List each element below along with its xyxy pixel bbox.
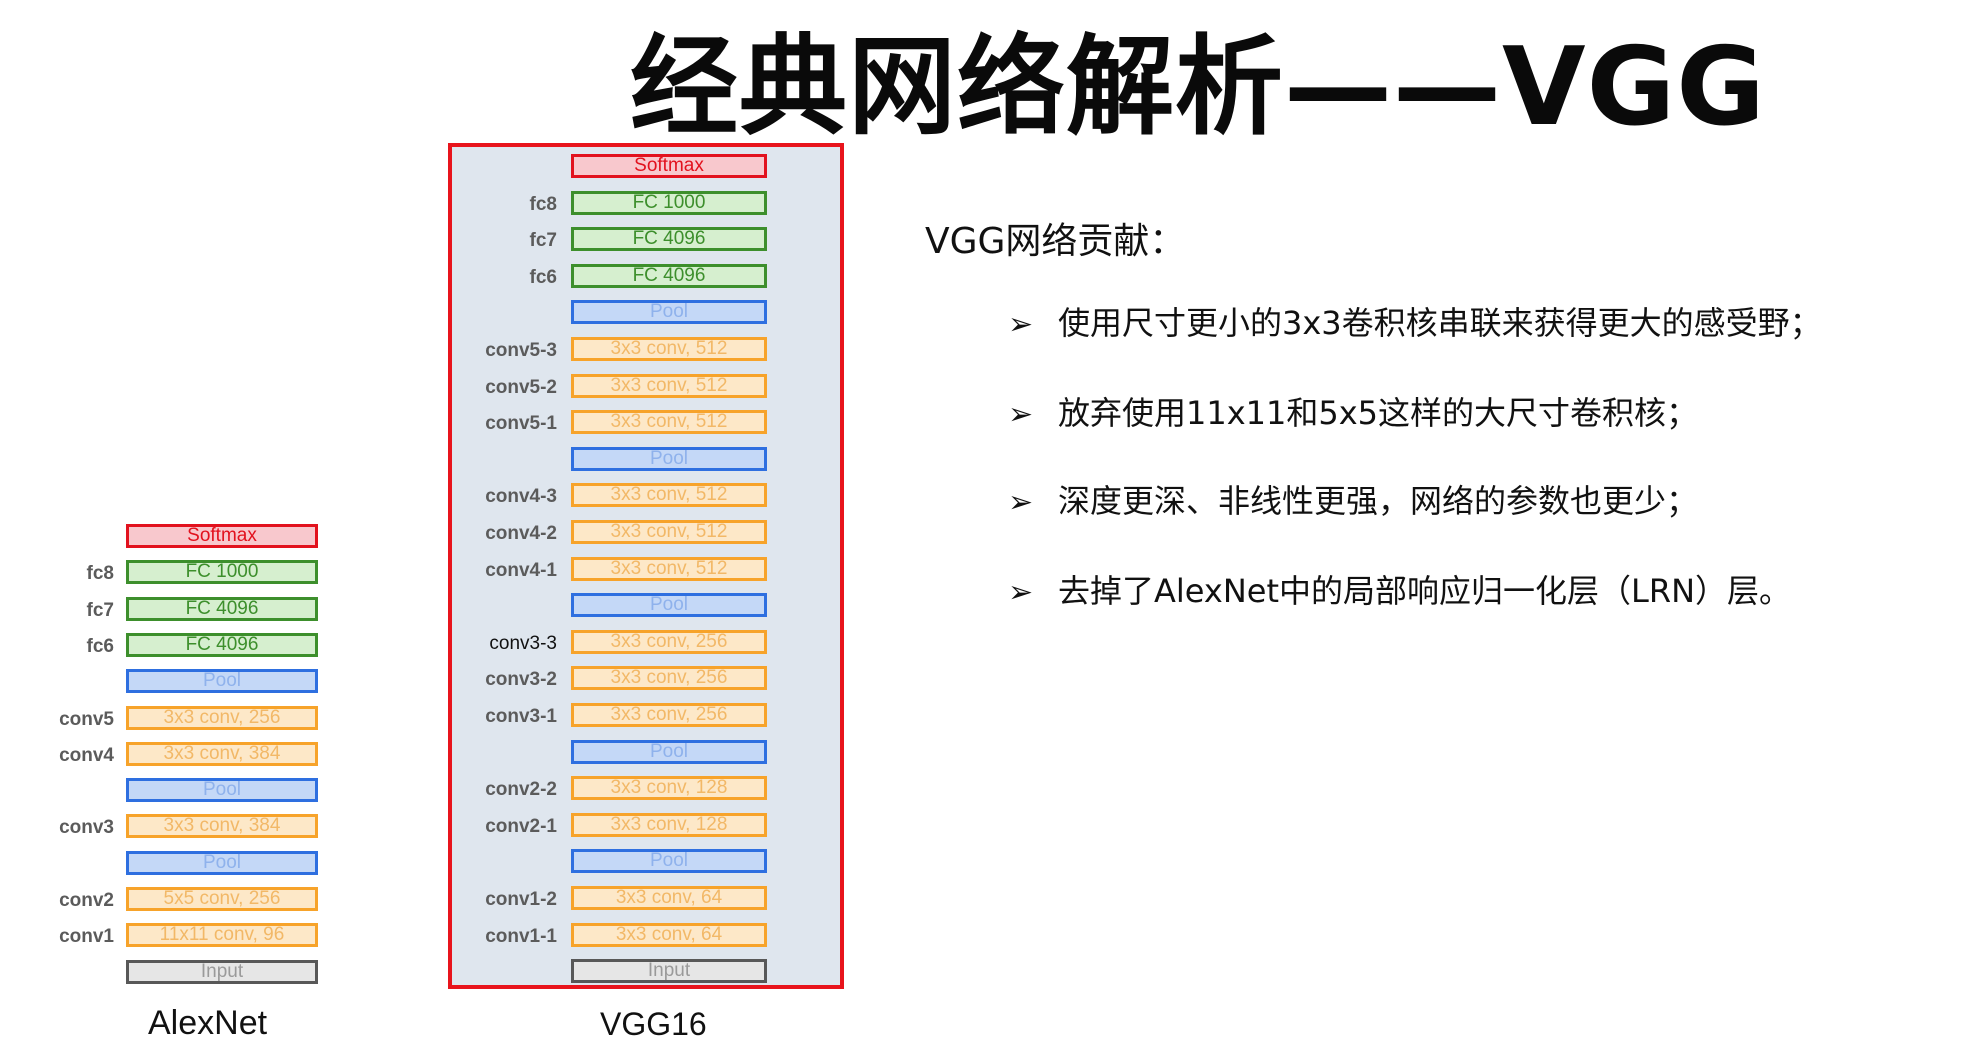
- contribution-item: ➢ 使用尺寸更小的3x3卷积核串联来获得更大的感受野；: [1008, 298, 1822, 344]
- contribution-item: ➢ 放弃使用11x11和5x5这样的大尺寸卷积核；: [1008, 388, 1698, 434]
- vgg16-layer-label: conv2-2: [485, 779, 557, 801]
- vgg16-layer-label: conv3-1: [485, 706, 557, 727]
- alexnet-layer-conv: 3x3 conv, 384: [126, 814, 318, 839]
- vgg16-layer-fc: FC 4096: [571, 227, 767, 252]
- alexnet-layer-conv: 3x3 conv, 384: [126, 741, 318, 766]
- vgg16-layer-label: conv4-2: [485, 523, 557, 544]
- alexnet-layer-label: conv4: [59, 744, 114, 766]
- arrow-bullet-icon: ➢: [1008, 397, 1034, 432]
- alexnet-layer-label: conv3: [59, 817, 114, 839]
- vgg16-caption: VGG16: [600, 1006, 707, 1042]
- vgg16-layer-fc: FC 4096: [571, 263, 767, 288]
- vgg16-layer-label: conv4-1: [485, 559, 557, 581]
- alexnet-layer-label: conv5: [59, 708, 114, 730]
- vgg16-layer-label: conv5-1: [485, 413, 557, 435]
- vgg16-layer-conv: 3x3 conv, 512: [571, 556, 767, 581]
- vgg16-layer-label: fc8: [529, 193, 557, 215]
- vgg16-layer-pool: Pool: [571, 446, 767, 471]
- alexnet-layer-pool: Pool: [126, 850, 318, 875]
- vgg16-layer-conv: 3x3 conv, 512: [571, 483, 767, 508]
- contribution-item: ➢ 深度更深、非线性更强，网络的参数也更少；: [1008, 476, 1698, 522]
- contribution-text: 去掉了AlexNet中的局部响应归一化层（LRN）层。: [1058, 572, 1792, 610]
- alexnet-layer-pool: Pool: [126, 778, 318, 803]
- alexnet-layer-fc: FC 1000: [126, 560, 318, 585]
- vgg16-layer-label: conv3-2: [485, 669, 557, 691]
- vgg16-layer-input: Input: [571, 959, 767, 984]
- vgg16-layer-conv: 3x3 conv, 128: [571, 812, 767, 837]
- arrow-bullet-icon: ➢: [1008, 307, 1034, 342]
- contributions-heading: VGG网络贡献：: [925, 221, 1186, 262]
- vgg16-layer-conv: 3x3 conv, 512: [571, 337, 767, 361]
- slide-title: 经典网络解析——VGG: [630, 25, 1766, 150]
- vgg16-layer-label: conv1-2: [485, 889, 557, 910]
- vgg16-layer-conv: 3x3 conv, 512: [571, 373, 767, 398]
- alexnet-layer-conv: 11x11 conv, 96: [126, 923, 318, 948]
- vgg16-layer-pool: Pool: [571, 593, 767, 618]
- vgg16-layer-label: conv5-3: [485, 340, 557, 361]
- alexnet-layer-label: fc8: [86, 563, 114, 585]
- alexnet-layer-input: Input: [126, 959, 318, 984]
- alexnet-caption: AlexNet: [148, 1004, 268, 1042]
- vgg16-layer-conv: 3x3 conv, 256: [571, 703, 767, 727]
- alexnet-layer-label: fc7: [86, 599, 114, 621]
- alexnet-layer-label: conv1: [59, 926, 114, 948]
- vgg16-layer-softmax: Softmax: [571, 154, 767, 178]
- vgg16-layer-label: conv2-1: [485, 815, 557, 837]
- vgg16-layer-label: conv4-3: [485, 486, 557, 508]
- contribution-text: 使用尺寸更小的3x3卷积核串联来获得更大的感受野；: [1058, 304, 1822, 342]
- vgg16-layer-label: conv5-2: [485, 376, 557, 398]
- alexnet-layer-fc: FC 4096: [126, 596, 318, 621]
- alexnet-layer-conv: 3x3 conv, 256: [126, 705, 318, 730]
- vgg16-layer-pool: Pool: [571, 849, 767, 874]
- vgg16-layer-label: conv3-3: [489, 632, 557, 654]
- alexnet-layer-conv: 5x5 conv, 256: [126, 887, 318, 911]
- vgg16-layer-label: fc7: [529, 230, 557, 252]
- vgg16-layer-conv: 3x3 conv, 512: [571, 410, 767, 435]
- vgg16-layer-conv: 3x3 conv, 256: [571, 629, 767, 654]
- alexnet-layer-softmax: Softmax: [126, 524, 318, 548]
- vgg16-layer-conv: 3x3 conv, 256: [571, 666, 767, 691]
- alexnet-layer-pool: Pool: [126, 669, 318, 694]
- vgg16-layer-pool: Pool: [571, 739, 767, 764]
- vgg16-layer-conv: 3x3 conv, 64: [571, 922, 767, 947]
- vgg16-layer-fc: FC 1000: [571, 190, 767, 215]
- vgg16-layer-pool: Pool: [571, 300, 767, 325]
- arrow-bullet-icon: ➢: [1008, 575, 1034, 610]
- alexnet-layer-label: conv2: [59, 890, 114, 911]
- alexnet-layer-label: fc6: [86, 635, 114, 657]
- vgg16-layer-label: conv1-1: [485, 925, 557, 947]
- contribution-item: ➢ 去掉了AlexNet中的局部响应归一化层（LRN）层。: [1008, 566, 1791, 612]
- arrow-bullet-icon: ➢: [1008, 485, 1034, 520]
- vgg16-layer-conv: 3x3 conv, 512: [571, 520, 767, 544]
- alexnet-layer-fc: FC 4096: [126, 632, 318, 657]
- vgg16-layer-label: fc6: [529, 266, 557, 288]
- contribution-text: 放弃使用11x11和5x5这样的大尺寸卷积核；: [1058, 394, 1699, 432]
- vgg16-layer-conv: 3x3 conv, 64: [571, 886, 767, 910]
- contribution-text: 深度更深、非线性更强，网络的参数也更少；: [1058, 482, 1699, 520]
- vgg16-layer-conv: 3x3 conv, 128: [571, 776, 767, 801]
